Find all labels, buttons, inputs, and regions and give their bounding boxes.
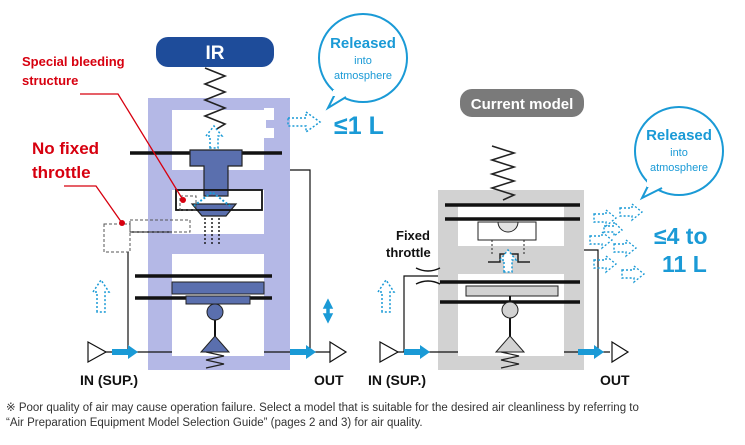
ir-valve-ball: [206, 303, 224, 321]
current-bubble-line2: into: [670, 147, 688, 159]
ir-in-flow-arrow: [112, 345, 138, 359]
current-in-flow-arrow: [404, 345, 430, 359]
current-model-regulator: Current model: [368, 89, 724, 388]
current-fixed-throttle-line2: throttle: [386, 245, 431, 260]
ir-out-label: OUT: [314, 372, 344, 388]
current-in-label: IN (SUP.): [368, 372, 426, 388]
ir-valve-plate: [171, 281, 265, 295]
current-spring: [489, 145, 517, 201]
current-bubble-line3: atmosphere: [650, 162, 708, 174]
ir-callout-throttle-line2: throttle: [32, 163, 91, 182]
ir-title-badge: [156, 37, 274, 67]
ir-callout-special-line2: structure: [22, 73, 78, 88]
current-title: Current model: [471, 96, 574, 113]
ir-release-bubble: Released into atmosphere: [318, 13, 408, 111]
ir-bubble-line1: Released: [330, 35, 396, 52]
ir-release-value: ≤1 L: [334, 112, 384, 140]
ir-piston: [189, 149, 243, 197]
current-out-flow-arrow: [578, 345, 604, 359]
current-release-value-line2: 11 L: [662, 251, 707, 277]
ir-in-label: IN (SUP.): [80, 372, 138, 388]
ir-spring: [202, 67, 228, 131]
current-out-label: OUT: [600, 372, 630, 388]
footnote-line1: ※ Poor quality of air may cause operatio…: [6, 402, 639, 414]
ir-out-port-icon: [329, 340, 348, 364]
current-release-arrows: [589, 202, 646, 284]
ir-in-port-icon: [87, 340, 108, 364]
ir-callout-throttle-line1: No fixed: [32, 139, 99, 158]
ir-release-arrow: [287, 110, 322, 134]
current-bleed-flow-arrow: [498, 248, 518, 273]
footnote: ※ Poor quality of air may cause operatio…: [6, 401, 741, 431]
ir-throttle-port-outline: [103, 223, 131, 253]
current-bubble-line1: Released: [646, 127, 712, 144]
current-fixed-throttle-symbol: [415, 267, 441, 285]
ir-bubble-line2: into: [354, 55, 372, 67]
current-title-badge: [460, 89, 584, 117]
current-up-flow-arrow: [376, 278, 396, 313]
ir-stroke-arrow: [322, 298, 334, 324]
ir-up-flow-arrow: [91, 278, 111, 313]
ir-out-flow-arrow: [290, 345, 316, 359]
current-out-port-icon: [611, 340, 630, 364]
current-poppet: [494, 335, 526, 353]
ir-poppet: [199, 335, 231, 353]
current-in-port-icon: [379, 340, 400, 364]
ir-no-throttle-leader: [64, 185, 123, 224]
ir-bubble-line3: atmosphere: [334, 70, 392, 82]
ir-special-bleeding-leader: [80, 93, 184, 201]
current-fixed-throttle-line1: Fixed: [396, 228, 430, 243]
current-release-value-line1: ≤4 to: [654, 223, 708, 249]
footnote-line2: “Air Preparation Equipment Model Selecti…: [6, 417, 423, 429]
ir-title: IR: [206, 43, 225, 64]
ir-callout-special-line1: Special bleeding: [22, 54, 125, 69]
ir-bleed-flow-arrow: [204, 124, 224, 149]
ir-regulator: IR: [22, 13, 408, 388]
current-release-bubble: Released into atmosphere: [634, 106, 724, 201]
current-valve-ball: [501, 301, 519, 319]
